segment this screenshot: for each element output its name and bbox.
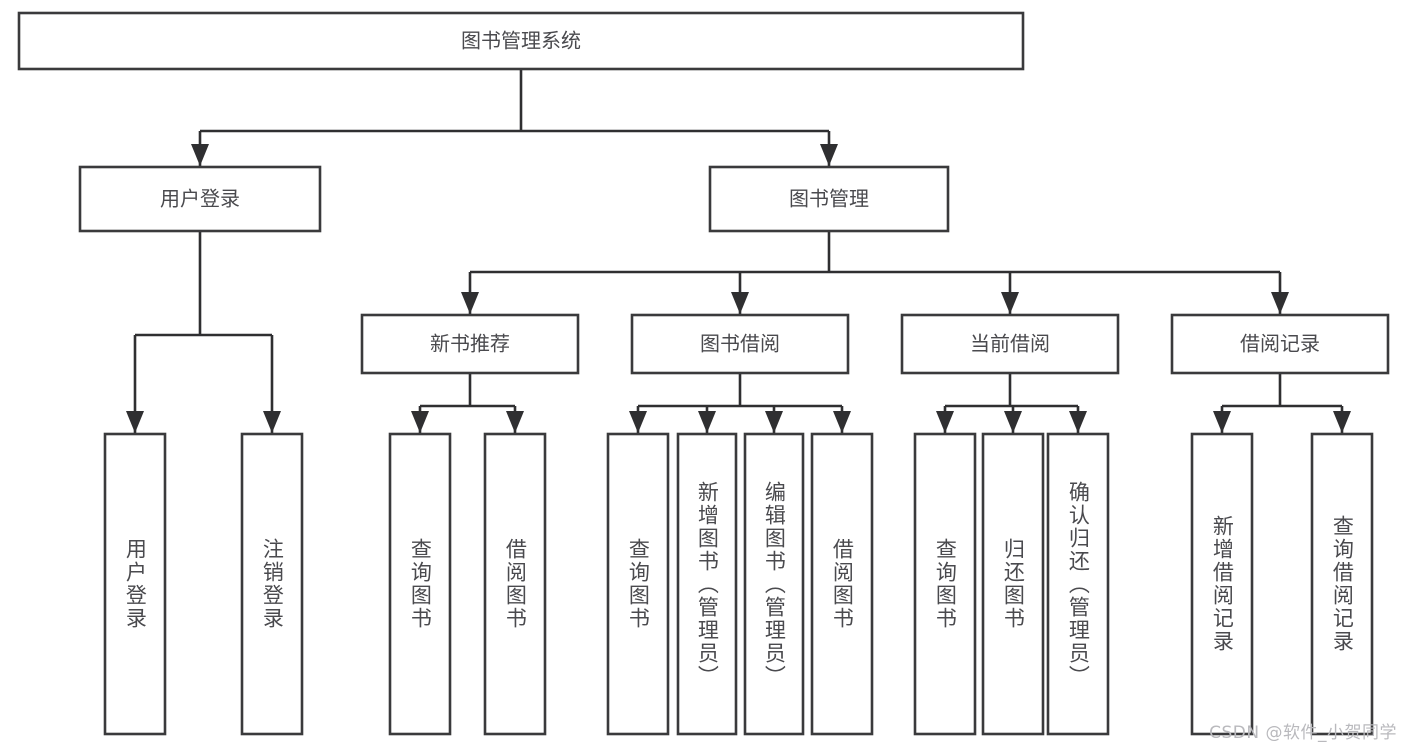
arrow-head-icon <box>1271 292 1289 314</box>
arrow-head-icon <box>191 144 209 166</box>
node-box-leaf-user-login <box>103 432 167 736</box>
node-box-leaf-add-record <box>1190 432 1254 736</box>
arrow-head-icon <box>833 411 851 433</box>
arrow-head-icon <box>820 144 838 166</box>
node-box-book-borrow <box>630 313 850 375</box>
arrow-head-icon <box>698 411 716 433</box>
node-box-leaf-query-book-3 <box>913 432 977 736</box>
arrow-head-icon <box>1333 411 1351 433</box>
node-label-book-borrow: 图书借阅 <box>700 332 780 356</box>
connector-layer <box>126 69 1351 433</box>
node-label-book-admin: 图书管理 <box>789 187 869 211</box>
arrow-head-icon <box>1213 411 1231 433</box>
node-box-leaf-borrow-book-2 <box>810 432 874 736</box>
node-label-current-borrow: 当前借阅 <box>970 332 1050 356</box>
arrow-head-icon <box>1069 411 1087 433</box>
node-box-leaf-return-book <box>981 432 1045 736</box>
node-box-leaf-query-book-1 <box>388 432 452 736</box>
arrow-head-icon <box>629 411 647 433</box>
node-box-book-admin <box>708 165 950 233</box>
arrow-head-icon <box>461 292 479 314</box>
arrow-head-icon <box>126 411 144 433</box>
arrow-head-icon <box>1004 411 1022 433</box>
box-layer <box>17 11 1390 736</box>
node-label-root: 图书管理系统 <box>461 29 581 53</box>
arrow-head-icon <box>731 292 749 314</box>
node-box-leaf-query-book-2 <box>606 432 670 736</box>
arrow-head-icon <box>1001 292 1019 314</box>
node-box-new-book-recommend <box>360 313 580 375</box>
node-box-leaf-logout <box>240 432 304 736</box>
node-box-borrow-record <box>1170 313 1390 375</box>
node-box-current-borrow <box>900 313 1120 375</box>
arrow-head-icon <box>263 411 281 433</box>
node-box-user-login <box>78 165 322 233</box>
node-box-leaf-add-book <box>676 432 738 736</box>
arrow-head-icon <box>411 411 429 433</box>
node-label-user-login: 用户登录 <box>160 187 240 211</box>
node-box-leaf-edit-book <box>743 432 805 736</box>
arrow-head-icon <box>765 411 783 433</box>
arrow-head-icon <box>936 411 954 433</box>
node-box-root <box>17 11 1025 71</box>
watermark: CSDN @软件_小贺同学 <box>1209 723 1397 743</box>
node-box-leaf-query-record <box>1310 432 1374 736</box>
node-label-borrow-record: 借阅记录 <box>1240 332 1320 356</box>
arrow-head-icon <box>506 411 524 433</box>
node-label-new-book-recommend: 新书推荐 <box>430 332 510 356</box>
node-box-leaf-borrow-book-1 <box>483 432 547 736</box>
node-box-leaf-confirm-return <box>1046 432 1110 736</box>
